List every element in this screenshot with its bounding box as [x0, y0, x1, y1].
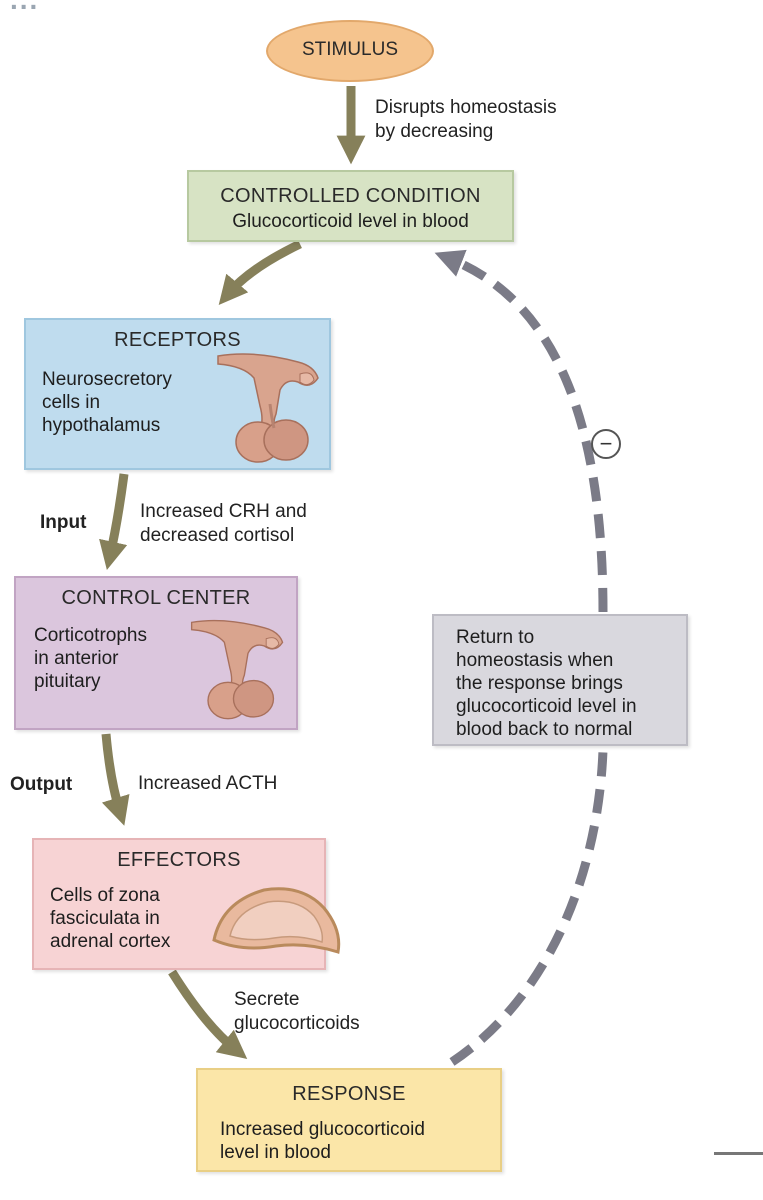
adrenal-cortex-icon — [212, 887, 341, 954]
bottom-rule — [714, 1152, 763, 1155]
controlled-condition-body: Glucocorticoid level in blood — [232, 211, 469, 232]
output-note: Increased ACTH — [138, 773, 278, 794]
receptors-box: RECEPTORS Neurosecretory cells in hypoth… — [24, 318, 331, 470]
disrupts-note: Disrupts homeostasis by decreasing — [375, 97, 557, 142]
input-label: Input — [40, 512, 87, 533]
feedback-note-box: Return to homeostasis when the response … — [432, 614, 688, 746]
arrow-condition-to-receptors — [218, 239, 302, 305]
arrow-input — [99, 473, 129, 571]
feedback-loop-upper — [434, 249, 608, 613]
control-center-body: Corticotrophs in anterior pituitary — [34, 625, 147, 692]
controlled-condition-title: CONTROLLED CONDITION — [220, 185, 481, 207]
secrete-note: Secrete glucocorticoids — [234, 989, 360, 1034]
stimulus-label: STIMULUS — [301, 39, 399, 60]
feedback-note: Return to homeostasis when the response … — [456, 627, 637, 740]
control-center-title: CONTROL CENTER — [61, 587, 251, 609]
input-note: Increased CRH and decreased cortisol — [140, 501, 307, 546]
hypothalamus-pituitary-icon — [217, 353, 319, 463]
negative-sign-circle — [591, 429, 621, 459]
negative-feedback-symbol: − — [599, 431, 613, 456]
pituitary-icon — [190, 619, 284, 720]
header-fragment: ... — [0, 0, 360, 12]
output-label: Output — [10, 774, 73, 795]
effectors-box: EFFECTORS Cells of zona fasciculata in a… — [32, 838, 341, 970]
effectors-body: Cells of zona fasciculata in adrenal cor… — [50, 885, 171, 952]
stimulus-oval: STIMULUS — [266, 20, 434, 82]
feedback-loop-lower — [449, 749, 608, 1066]
response-body: Increased glucocorticoid level in blood — [220, 1119, 425, 1163]
arrow-output — [101, 733, 130, 826]
response-title: RESPONSE — [292, 1083, 406, 1105]
response-box: RESPONSE Increased glucocorticoid level … — [196, 1068, 502, 1172]
control-center-box: CONTROL CENTER Corticotrophs in anterior… — [14, 576, 298, 730]
controlled-condition-box: CONTROLLED CONDITION Glucocorticoid leve… — [187, 170, 514, 242]
arrow-secrete — [168, 969, 248, 1060]
effectors-title: EFFECTORS — [117, 849, 241, 871]
receptors-body: Neurosecretory cells in hypothalamus — [42, 369, 172, 436]
receptors-title: RECEPTORS — [114, 329, 241, 351]
